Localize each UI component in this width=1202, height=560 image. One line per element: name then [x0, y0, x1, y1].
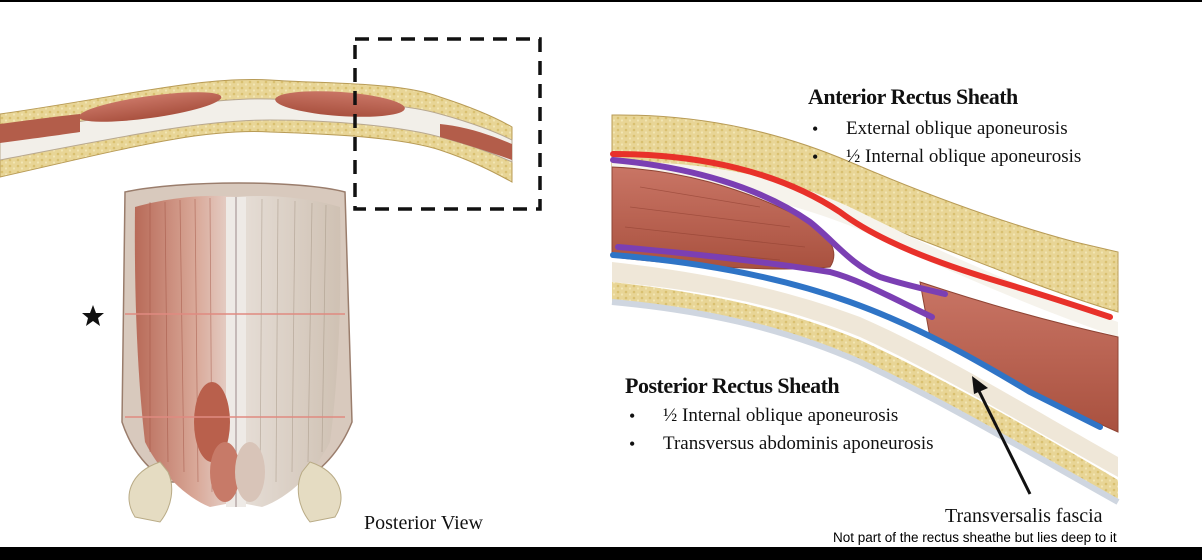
anterior-sheath-heading: Anterior Rectus Sheath: [808, 84, 1018, 109]
anterior-sheath-list: External oblique aponeurosis ½ Internal …: [808, 115, 1081, 171]
posterior-sheath-heading: Posterior Rectus Sheath: [625, 373, 840, 398]
list-item: ½ Internal oblique aponeurosis: [625, 402, 934, 430]
fascia-label: Transversalis fascia: [945, 505, 1103, 527]
fascia-arrow: [972, 376, 1032, 495]
star-marker-icon: [82, 305, 104, 326]
posterior-sheath-line: [610, 252, 1103, 430]
abdominal-wall-illustration: [121, 182, 353, 523]
internal-oblique-posterior-line: [615, 244, 935, 320]
list-item: Transversus abdominis aponeurosis: [625, 430, 934, 458]
view-label: Posterior View: [364, 512, 483, 534]
internal-oblique-anterior-line: [610, 157, 948, 297]
fascia-note: Not part of the rectus sheathe but lies …: [833, 530, 1117, 545]
top-cross-section: [0, 79, 513, 183]
diagram-canvas: Anterior Rectus Sheath External oblique …: [0, 0, 1202, 547]
zoom-region-box: [353, 37, 542, 211]
list-item: ½ Internal oblique aponeurosis: [808, 143, 1081, 171]
illustration: [0, 37, 1120, 523]
list-item: External oblique aponeurosis: [808, 115, 1081, 143]
anterior-sheath-line: [610, 151, 1113, 320]
posterior-sheath-list: ½ Internal oblique aponeurosis Transvers…: [625, 402, 934, 458]
rectus-muscle-right-section: [275, 91, 405, 117]
magnified-cross-section: [611, 114, 1120, 505]
rectus-muscle-left-section: [78, 92, 222, 122]
